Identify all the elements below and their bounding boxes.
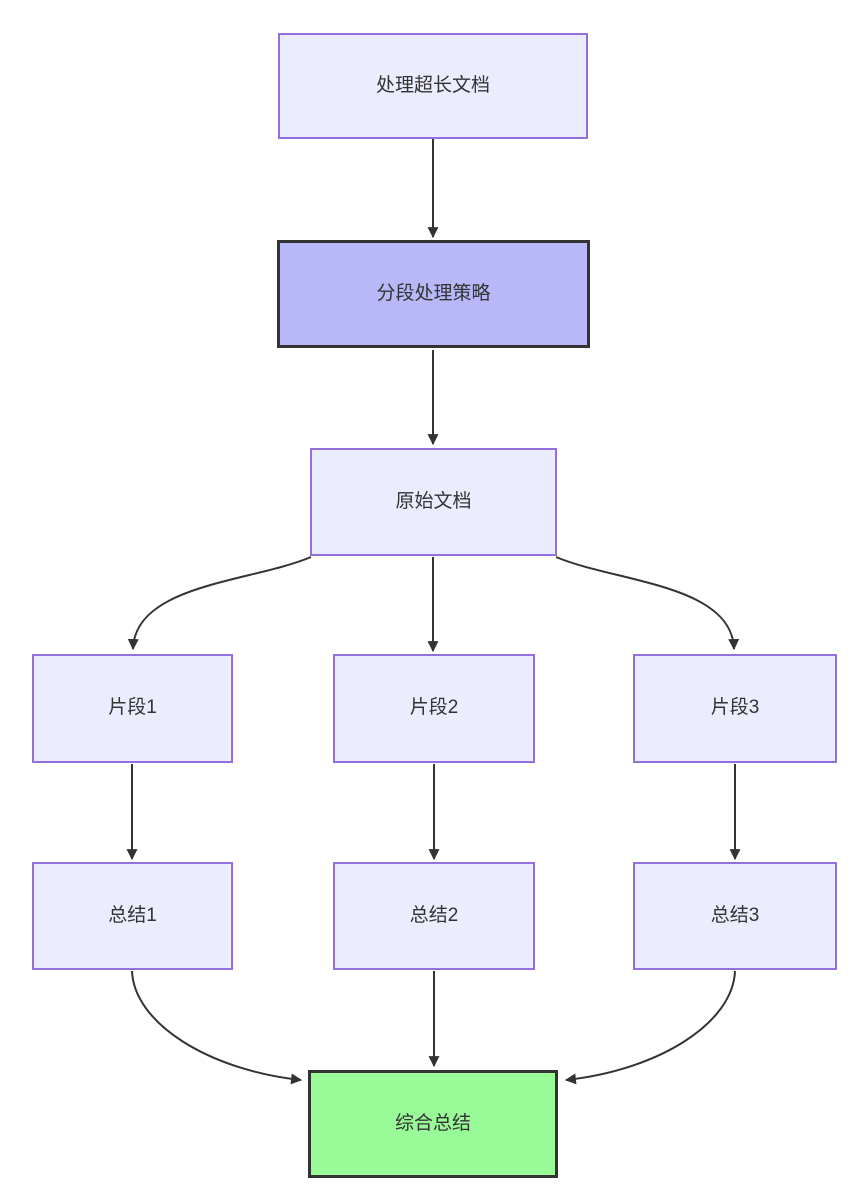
edge-original-to-fragment-1 <box>127 556 312 651</box>
edge-summary-3-to-final <box>564 970 736 1085</box>
edge-original-to-fragment-3 <box>555 556 740 651</box>
node-fragment-2-label: 片段2 <box>409 697 459 719</box>
node-segmentation-strategy: 分段处理策略 <box>277 240 590 348</box>
node-fragment-1: 片段1 <box>32 654 233 763</box>
node-summary-2: 总结2 <box>333 862 535 970</box>
node-final-summary: 综合总结 <box>308 1070 558 1178</box>
node-fragment-3: 片段3 <box>633 654 837 763</box>
node-fragment-3-label: 片段3 <box>710 697 760 719</box>
node-original-doc: 原始文档 <box>310 448 557 556</box>
node-original-doc-label: 原始文档 <box>395 490 472 512</box>
node-summary-1: 总结1 <box>32 862 233 970</box>
node-summary-3: 总结3 <box>633 862 837 970</box>
node-process-long-doc: 处理超长文档 <box>278 33 588 139</box>
node-process-long-doc-label: 处理超长文档 <box>375 74 490 96</box>
node-summary-1-label: 总结1 <box>108 904 157 926</box>
node-final-summary-label: 综合总结 <box>394 1112 471 1134</box>
node-fragment-2: 片段2 <box>333 654 535 763</box>
node-summary-2-label: 总结2 <box>409 904 459 926</box>
node-segmentation-strategy-label: 分段处理策略 <box>376 282 491 304</box>
node-fragment-1-label: 片段1 <box>108 697 157 719</box>
node-summary-3-label: 总结3 <box>710 904 760 926</box>
edge-summary-1-to-final <box>131 970 303 1085</box>
